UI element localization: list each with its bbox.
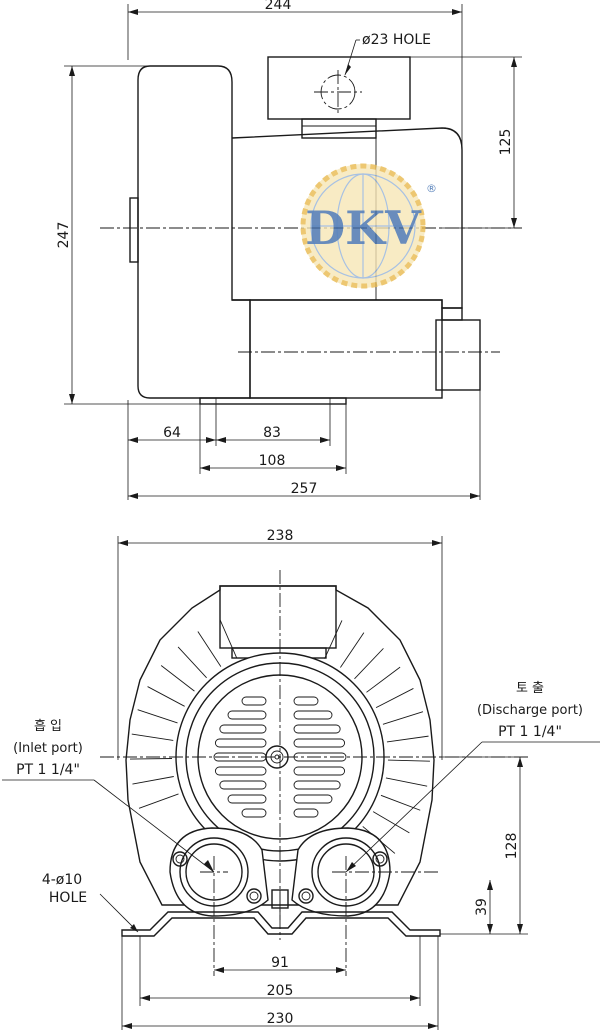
inlet-korean-label: 흡 입 [34,719,62,734]
fin-line [375,688,414,709]
cover-slot [293,696,319,706]
side-view: 244 247 125 ø23 HOLE [56,0,522,500]
cover-slot [293,710,333,720]
discharge-korean-label: 토 출 [516,681,544,696]
dkv-logo-trademark: ® [426,182,437,195]
fin-line [160,665,195,692]
fin-line [382,711,424,725]
fin-line [372,811,410,834]
inlet-thread-label: PT 1 1/4" [16,762,80,778]
fan-cover-slots [213,696,347,818]
mount-holes-word: HOLE [49,890,87,906]
cover-slot [293,780,341,790]
fin-line [387,759,430,762]
fin-line [380,794,421,811]
front-dim-230: 230 [267,1011,294,1027]
fin-line [197,631,222,667]
side-dim-83: 83 [263,425,281,441]
fin-line [385,777,428,787]
cover-slot [293,794,333,804]
fin-line [354,648,384,680]
fin-line [130,758,173,760]
mount-holes-label: 4-ø10 [42,872,82,888]
side-hole-label: ø23 HOLE [362,32,431,48]
cover-slot [293,724,341,734]
fin-line [340,632,365,668]
fin-line [219,619,238,659]
inlet-english-label: (Inlet port) [13,741,83,756]
cover-slot [219,724,267,734]
side-dim-244: 244 [265,0,292,13]
front-dim-238: 238 [267,528,294,544]
fin-line [177,646,207,679]
fin-line [138,793,179,809]
discharge-thread-label: PT 1 1/4" [498,724,562,740]
dkv-logo: DKV ® [300,163,437,289]
fin-line [131,733,174,741]
side-dim-247: 247 [56,222,72,249]
cover-slot [219,780,267,790]
cover-slot [214,738,267,748]
front-view: 238 [2,528,600,1030]
front-dim-39: 39 [474,898,490,916]
fin-line [386,735,429,743]
fin-line [147,686,185,707]
cover-slot [293,766,346,776]
cover-slot [214,766,267,776]
cover-slot [227,794,267,804]
fin-line [132,776,174,785]
cover-slot [293,738,346,748]
fin-line [324,620,343,659]
fin-line [137,709,178,724]
side-dim-257: 257 [291,481,318,497]
side-dim-108: 108 [259,453,286,469]
dkv-logo-text: DKV [305,201,422,255]
side-dim-64: 64 [163,425,181,441]
cover-slot [227,710,267,720]
fin-line [366,666,401,693]
front-dim-205: 205 [267,983,294,999]
cover-slot [241,808,267,818]
side-dim-125: 125 [498,129,514,156]
front-dim-128: 128 [504,833,520,860]
cover-slot [241,696,267,706]
front-dim-91: 91 [271,955,289,971]
discharge-english-label: (Discharge port) [477,703,583,718]
cover-slot [293,808,319,818]
